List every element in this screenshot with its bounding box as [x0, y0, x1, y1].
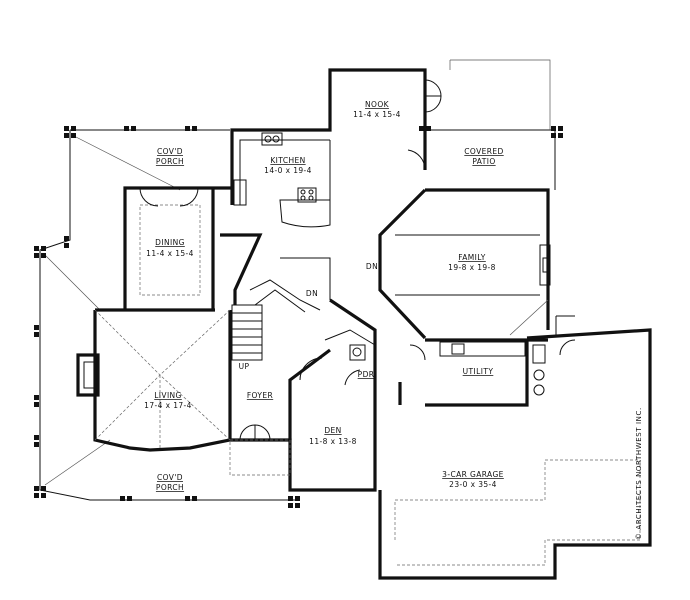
main-stair-dn-label: DN: [306, 289, 318, 298]
top-porch-label-2: PORCH: [156, 157, 184, 166]
porch-posts: [34, 126, 563, 508]
den-dims: 11-8 x 13-8: [309, 437, 357, 446]
dining-label: DINING: [155, 238, 185, 247]
family-stair-dn-label: DN: [366, 262, 378, 271]
nook-label: NOOK: [365, 100, 390, 109]
architect-credit: © ARCHITECTS NORTHWEST INC.: [635, 407, 643, 540]
foyer-doors: [229, 424, 291, 476]
garage-outline: [394, 315, 641, 566]
nook-dims: 11-4 x 15-4: [353, 110, 401, 119]
dining-dims: 11-4 x 15-4: [146, 249, 194, 258]
pdr-label: PDR: [358, 370, 375, 379]
kitchen-dims: 14-0 x 19-4: [264, 166, 312, 175]
dining-doors: [139, 187, 199, 207]
family-dims: 19-8 x 19-8: [448, 263, 496, 272]
bottom-porch-label-1: COV'D: [157, 473, 183, 482]
garage-dims: 23-0 x 35-4: [449, 480, 497, 489]
family-label: FAMILY: [458, 253, 486, 262]
utility-label: UTILITY: [463, 367, 494, 376]
stairs: [220, 233, 331, 361]
utility-fixtures: [409, 339, 576, 396]
nook-doors: [407, 79, 442, 171]
family-room-octagon: [378, 188, 551, 340]
dining-table-area: [139, 204, 201, 296]
main-stair-up-label: UP: [239, 362, 250, 371]
patio-label-2: PATIO: [472, 157, 495, 166]
foyer-label: FOYER: [247, 391, 273, 400]
kitchen-label: KITCHEN: [270, 156, 305, 165]
top-porch-label-1: COV'D: [157, 147, 183, 156]
garage-label: 3-CAR GARAGE: [442, 470, 504, 479]
living-fireplace: [76, 309, 231, 450]
exterior-walls: [93, 68, 652, 580]
pdr-hall: [299, 298, 377, 386]
patio-label-1: COVERED: [464, 147, 503, 156]
bottom-porch-label-2: PORCH: [156, 483, 184, 492]
living-dims: 17-4 x 17-4: [144, 401, 192, 410]
front-porch-outline: [39, 129, 300, 501]
living-label: LIVING: [154, 391, 182, 400]
kitchen-fixtures: [233, 132, 331, 228]
covered-patio: [425, 59, 556, 190]
den-label: DEN: [324, 426, 341, 435]
